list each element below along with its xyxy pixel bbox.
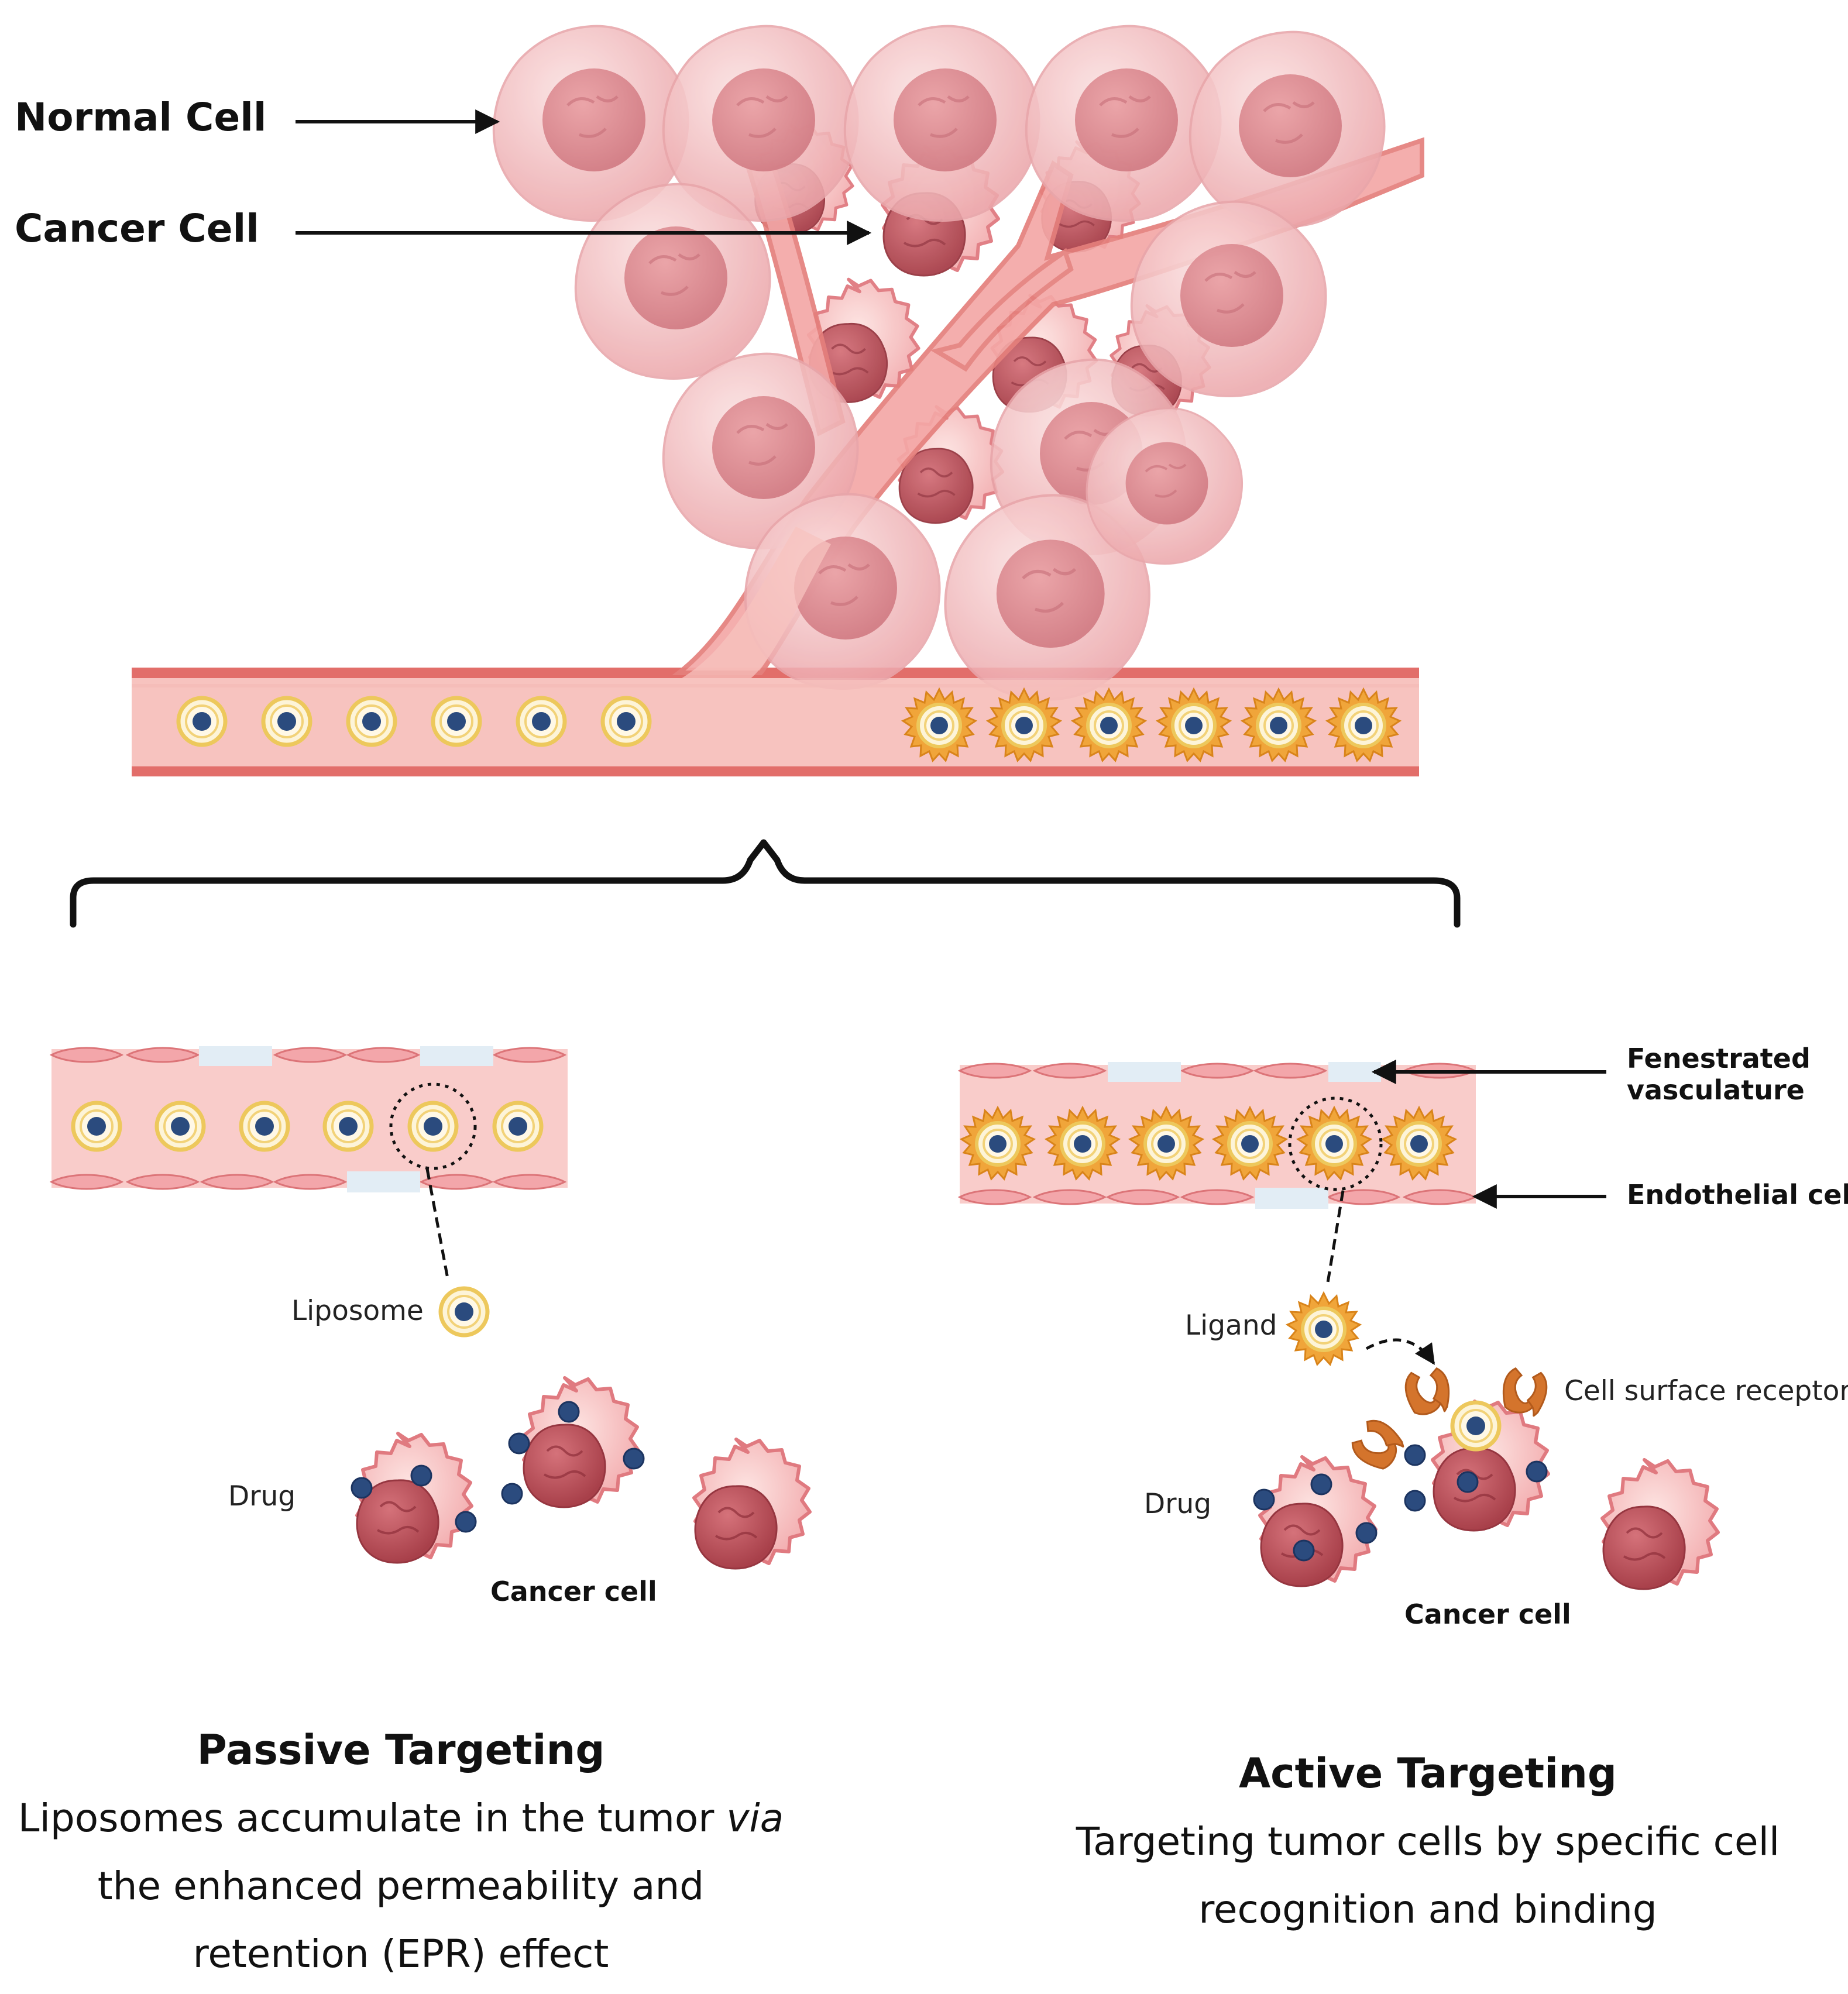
liposome-icon xyxy=(325,1103,372,1150)
ligand-leader-line xyxy=(1325,1190,1345,1287)
drug-label-left: Drug xyxy=(228,1480,296,1512)
fenestration-gap xyxy=(199,1046,272,1066)
vessel-liposome-icon xyxy=(263,698,310,745)
cancer-cell-label-right: Cancer cell xyxy=(1404,1598,1571,1630)
fenestration-gap xyxy=(1328,1062,1381,1082)
cancer-cell-label: Cancer Cell xyxy=(15,206,259,251)
drug-dot xyxy=(351,1401,645,1533)
liposome-icon xyxy=(157,1103,204,1150)
liposome-label: Liposome xyxy=(291,1295,424,1327)
vessel-liposome-icon xyxy=(348,698,395,745)
receptor-icon xyxy=(1402,1366,1454,1418)
normal-cell-label: Normal Cell xyxy=(15,95,267,140)
binding-arrow xyxy=(1365,1338,1435,1365)
passive-targeting-title: Passive Targeting xyxy=(197,1726,605,1774)
cancer-cell-label-left: Cancer cell xyxy=(490,1576,657,1607)
passive-vessel xyxy=(50,1046,568,1192)
fenestration-gap xyxy=(1255,1188,1328,1209)
highlight-circle xyxy=(389,1082,477,1170)
active-vessel xyxy=(959,1062,1476,1209)
passive-cancer-cells xyxy=(351,1378,810,1570)
vessel-liposome-icon xyxy=(603,698,650,745)
bound-liposome-icon xyxy=(1452,1402,1499,1449)
liposome-icon xyxy=(441,1288,487,1335)
liposome-icon xyxy=(410,1103,456,1150)
liposome-icon xyxy=(73,1103,120,1150)
active-targeting-description: Targeting tumor cells by specific cell r… xyxy=(1076,1819,1780,1932)
highlight-circle xyxy=(1288,1096,1383,1191)
fenestration-gap xyxy=(420,1046,493,1066)
vessel-liposome-icon xyxy=(433,698,480,745)
ligand-liposome-icon xyxy=(1287,1293,1360,1364)
tumor-illustration xyxy=(132,26,1424,776)
vessel-liposome-icon xyxy=(178,698,225,745)
passive-targeting-description: Liposomes accumulate in the tumor via th… xyxy=(18,1796,784,1976)
liposome-leader-line xyxy=(425,1168,449,1279)
receptor-icon xyxy=(1347,1414,1409,1476)
fenestration-gap xyxy=(1108,1062,1181,1082)
active-cancer-cells xyxy=(1253,1366,1718,1590)
drug-label-right: Drug xyxy=(1144,1488,1212,1520)
vessel-liposome-icon xyxy=(518,698,565,745)
liposome-icon xyxy=(241,1103,288,1150)
endothelial-cell-label: Endothelial cell xyxy=(1627,1179,1848,1211)
cell-surface-receptor-label: Cell surface receptor xyxy=(1564,1375,1848,1407)
active-targeting-title: Active Targeting xyxy=(1238,1749,1617,1797)
drug-dot xyxy=(1253,1444,1548,1562)
ligand-label: Ligand xyxy=(1185,1309,1277,1342)
fenestrated-vasculature-label: Fenestrated vasculature xyxy=(1627,1043,1811,1106)
receptor-icon xyxy=(1499,1366,1550,1418)
fenestration-gap xyxy=(347,1171,420,1192)
curly-brace xyxy=(70,839,1461,928)
liposome-icon xyxy=(494,1103,541,1150)
